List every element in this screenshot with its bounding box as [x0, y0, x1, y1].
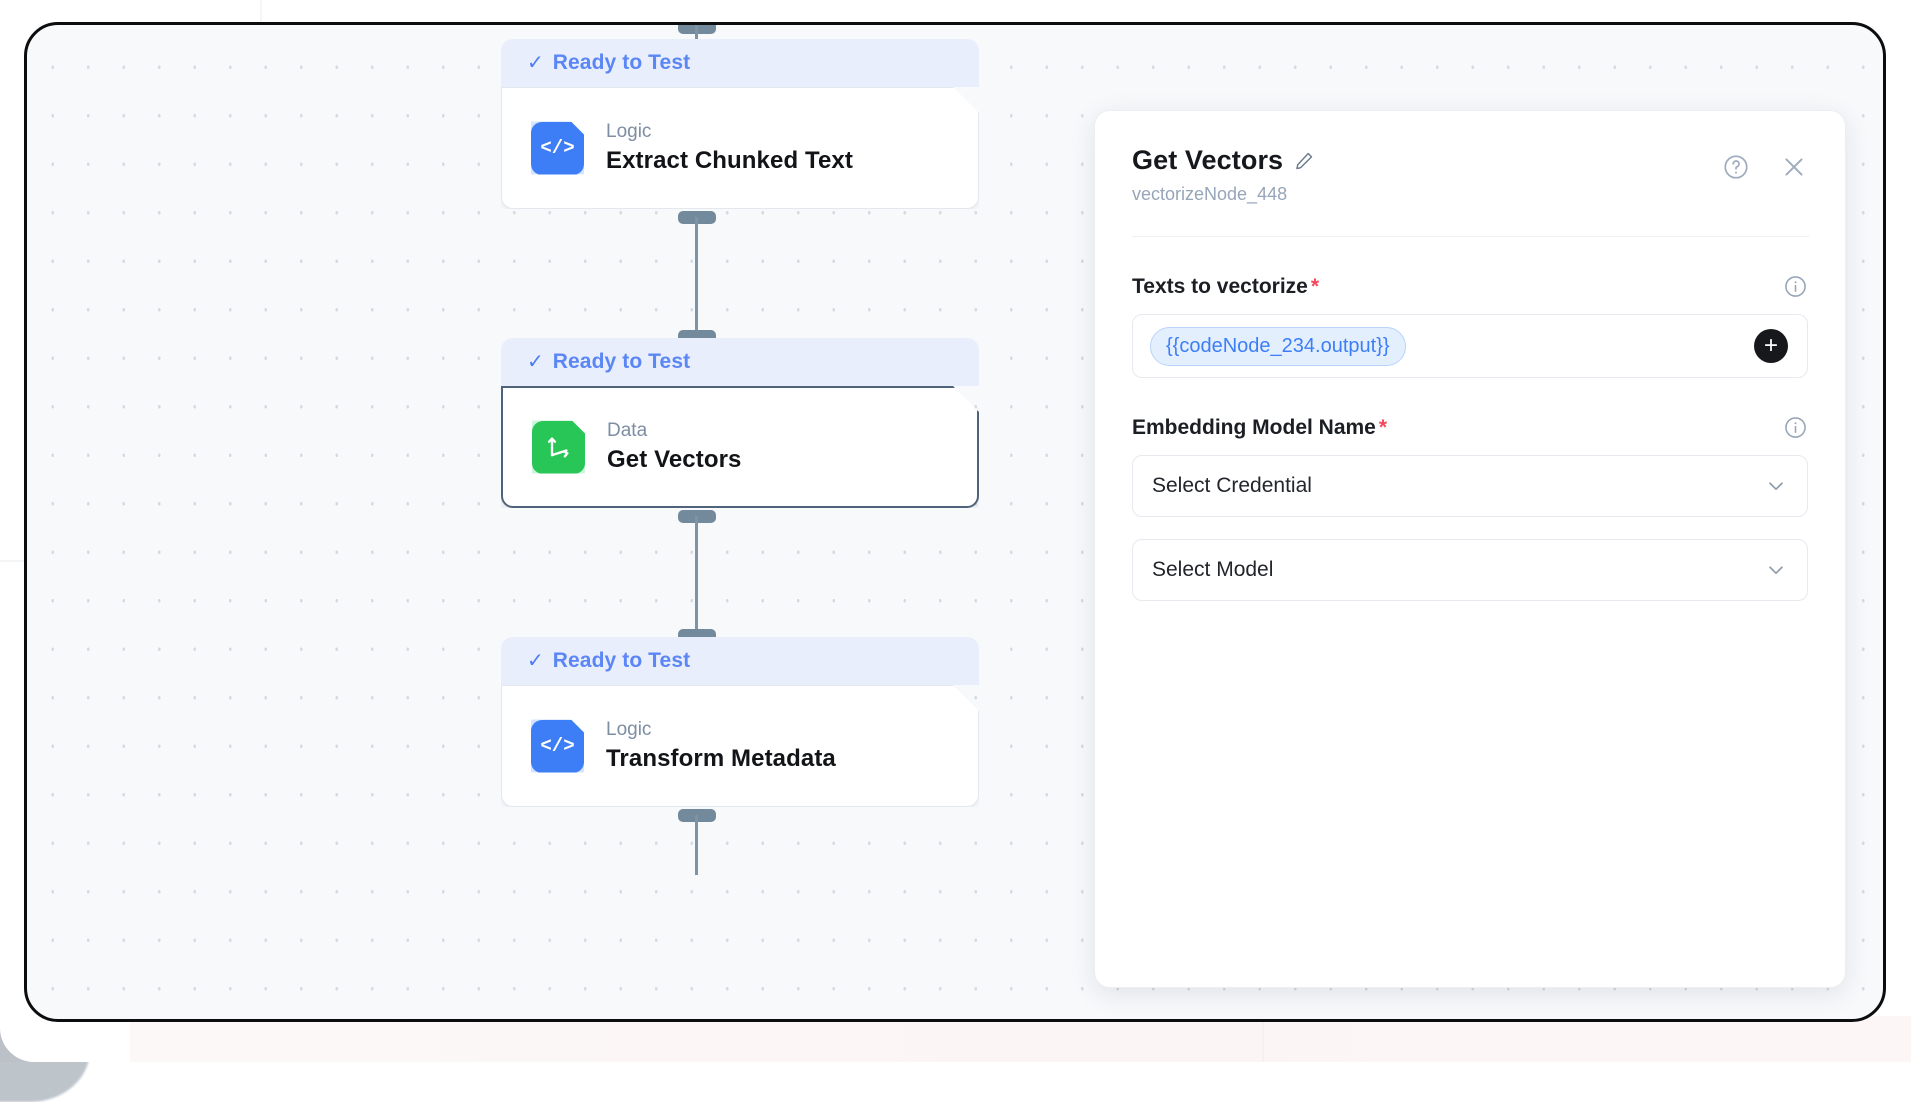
node-title-label: Get Vectors	[607, 446, 742, 474]
node-status-label: Ready to Test	[553, 51, 690, 75]
help-circle-icon[interactable]	[1722, 153, 1750, 181]
field-label-text: Texts to vectorize	[1132, 275, 1308, 298]
field-embedding-model-name: Embedding Model Name* Select Credential …	[1132, 415, 1808, 601]
panel-title-row: Get Vectors	[1132, 145, 1314, 176]
background-divider-vertical-2	[1262, 1018, 1264, 1062]
chevron-down-icon	[1765, 559, 1787, 581]
node-kind-label: Data	[607, 420, 742, 442]
info-circle-icon[interactable]	[1783, 415, 1808, 440]
credential-select-value: Select Credential	[1152, 474, 1312, 498]
credential-select[interactable]: Select Credential	[1132, 455, 1808, 517]
flow-node-extract-chunked-text[interactable]: ✓ Ready to Test </> Logic Extract Chunke…	[501, 39, 979, 209]
node-title-label: Extract Chunked Text	[606, 147, 853, 175]
field-label-text: Embedding Model Name	[1132, 416, 1376, 439]
connector-segment-1	[695, 217, 698, 335]
flow-node-transform-metadata[interactable]: ✓ Ready to Test </> Logic Transform Meta…	[501, 637, 979, 807]
add-text-button[interactable]: +	[1754, 329, 1788, 363]
connector-segment-2	[695, 516, 698, 634]
node-meta: Logic Transform Metadata	[606, 719, 836, 773]
field-texts-to-vectorize: Texts to vectorize* {{codeNode_234.outpu…	[1132, 274, 1808, 378]
node-kind-label: Logic	[606, 719, 836, 741]
field-label: Texts to vectorize*	[1132, 275, 1319, 299]
field-label: Embedding Model Name*	[1132, 416, 1387, 440]
check-icon: ✓	[527, 53, 544, 73]
close-icon[interactable]	[1780, 153, 1808, 181]
connector-segment-0	[695, 22, 698, 39]
check-icon: ✓	[527, 651, 544, 671]
code-icon: </>	[531, 122, 584, 175]
vector-axes-icon	[532, 421, 585, 474]
field-label-row: Texts to vectorize*	[1132, 274, 1808, 299]
node-status-label: Ready to Test	[553, 649, 690, 673]
model-select[interactable]: Select Model	[1132, 539, 1808, 601]
panel-title-group: Get Vectors vectorizeNode_448	[1132, 145, 1314, 205]
check-icon: ✓	[527, 352, 544, 372]
panel-header: Get Vectors vectorizeNode_448	[1132, 145, 1808, 205]
panel-divider	[1132, 236, 1809, 237]
node-card[interactable]: </> Logic Transform Metadata	[501, 685, 979, 807]
chevron-down-icon	[1765, 475, 1787, 497]
background-bottom-strip	[0, 1016, 1911, 1062]
node-status-label: Ready to Test	[553, 350, 690, 374]
node-status-bar: ✓ Ready to Test	[501, 637, 979, 685]
flow-node-get-vectors[interactable]: ✓ Ready to Test Data Get Vectors	[501, 338, 979, 508]
model-select-value: Select Model	[1152, 558, 1273, 582]
pencil-icon[interactable]	[1294, 151, 1314, 171]
required-marker: *	[1311, 275, 1319, 298]
required-marker: *	[1379, 416, 1387, 439]
variable-chip[interactable]: {{codeNode_234.output}}	[1150, 327, 1406, 366]
panel-title: Get Vectors	[1132, 145, 1283, 176]
panel-node-id: vectorizeNode_448	[1132, 184, 1314, 205]
node-meta: Logic Extract Chunked Text	[606, 121, 853, 175]
info-circle-icon[interactable]	[1783, 274, 1808, 299]
code-icon-glyph: </>	[540, 735, 574, 757]
node-title-label: Transform Metadata	[606, 745, 836, 773]
code-icon-glyph: </>	[540, 137, 574, 159]
texts-to-vectorize-input[interactable]: {{codeNode_234.output}} +	[1132, 314, 1808, 378]
connector-segment-3	[695, 815, 698, 875]
node-status-bar: ✓ Ready to Test	[501, 39, 979, 87]
node-status-bar: ✓ Ready to Test	[501, 338, 979, 386]
code-icon: </>	[531, 720, 584, 773]
node-properties-panel[interactable]: Get Vectors vectorizeNode_448	[1094, 110, 1846, 988]
field-label-row: Embedding Model Name*	[1132, 415, 1808, 440]
node-meta: Data Get Vectors	[607, 420, 742, 474]
panel-actions	[1722, 145, 1808, 181]
node-card[interactable]: </> Logic Extract Chunked Text	[501, 87, 979, 209]
node-kind-label: Logic	[606, 121, 853, 143]
node-card[interactable]: Data Get Vectors	[501, 386, 979, 508]
